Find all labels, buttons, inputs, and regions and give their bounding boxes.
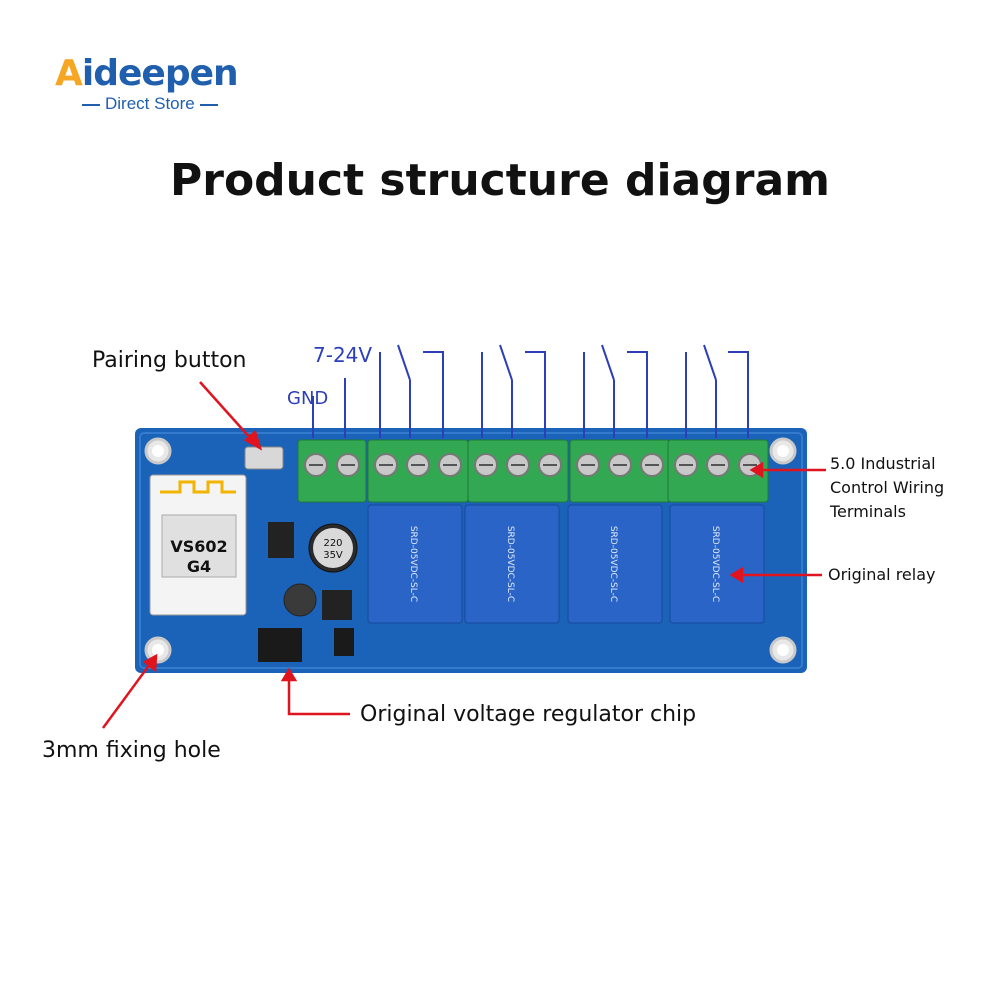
ic-part bbox=[322, 590, 352, 620]
relays: SRD-05VDC-SL-C SRD-05VDC-SL-C SRD-05VDC-SL… bbox=[367, 504, 765, 624]
pairing-arrow bbox=[243, 429, 263, 451]
module-line-1: VS602 bbox=[170, 537, 227, 556]
relay-body bbox=[464, 504, 560, 624]
relay-marking: SRD-05VDC-SL-C bbox=[408, 526, 418, 602]
brand-tagline: Direct Store bbox=[77, 94, 223, 114]
regulator-chip bbox=[258, 628, 302, 662]
regulator-arrow bbox=[280, 667, 298, 682]
terminals-label: 5.0 Industrial Control Wiring Terminals bbox=[830, 454, 945, 521]
svg-text:220: 220 bbox=[323, 538, 342, 549]
brand-logo: Aideepen Direct Store bbox=[55, 52, 285, 122]
ground-label: GND bbox=[287, 388, 328, 409]
relay-arrow bbox=[729, 566, 744, 584]
callout-arrows bbox=[101, 381, 826, 729]
coil-part bbox=[283, 583, 317, 617]
regulator-label: Original voltage regulator chip bbox=[360, 702, 697, 727]
relay-marking: SRD-05VDC-SL-C bbox=[608, 526, 618, 602]
terminal-blocks bbox=[297, 439, 769, 503]
pairing-button-part bbox=[244, 446, 284, 470]
capacitor-part: 220 35V bbox=[308, 523, 358, 573]
hole-arrow bbox=[142, 653, 158, 673]
wiring-symbols bbox=[312, 344, 749, 438]
relay-marking: SRD-05VDC-SL-C bbox=[505, 526, 515, 602]
relay-body bbox=[669, 504, 765, 624]
inductor-part bbox=[268, 522, 294, 558]
wifi-module: VS602 G4 bbox=[149, 474, 247, 616]
relay-body bbox=[367, 504, 463, 624]
page-title: Product structure diagram bbox=[170, 155, 830, 206]
fixing-hole-label: 3mm fixing hole bbox=[42, 738, 221, 763]
pairing-button-label: Pairing button bbox=[92, 348, 247, 373]
relay-label: Original relay bbox=[828, 565, 936, 584]
relay-marking: SRD-05VDC-SL-C bbox=[710, 526, 720, 602]
mounting-holes bbox=[144, 437, 797, 664]
brand-name: Aideepen bbox=[55, 53, 239, 94]
relay-body bbox=[567, 504, 663, 624]
terminal-arrow bbox=[749, 461, 764, 479]
svg-text:35V: 35V bbox=[323, 550, 343, 561]
module-line-2: G4 bbox=[187, 557, 211, 576]
voltage-label: 7-24V bbox=[313, 343, 372, 367]
